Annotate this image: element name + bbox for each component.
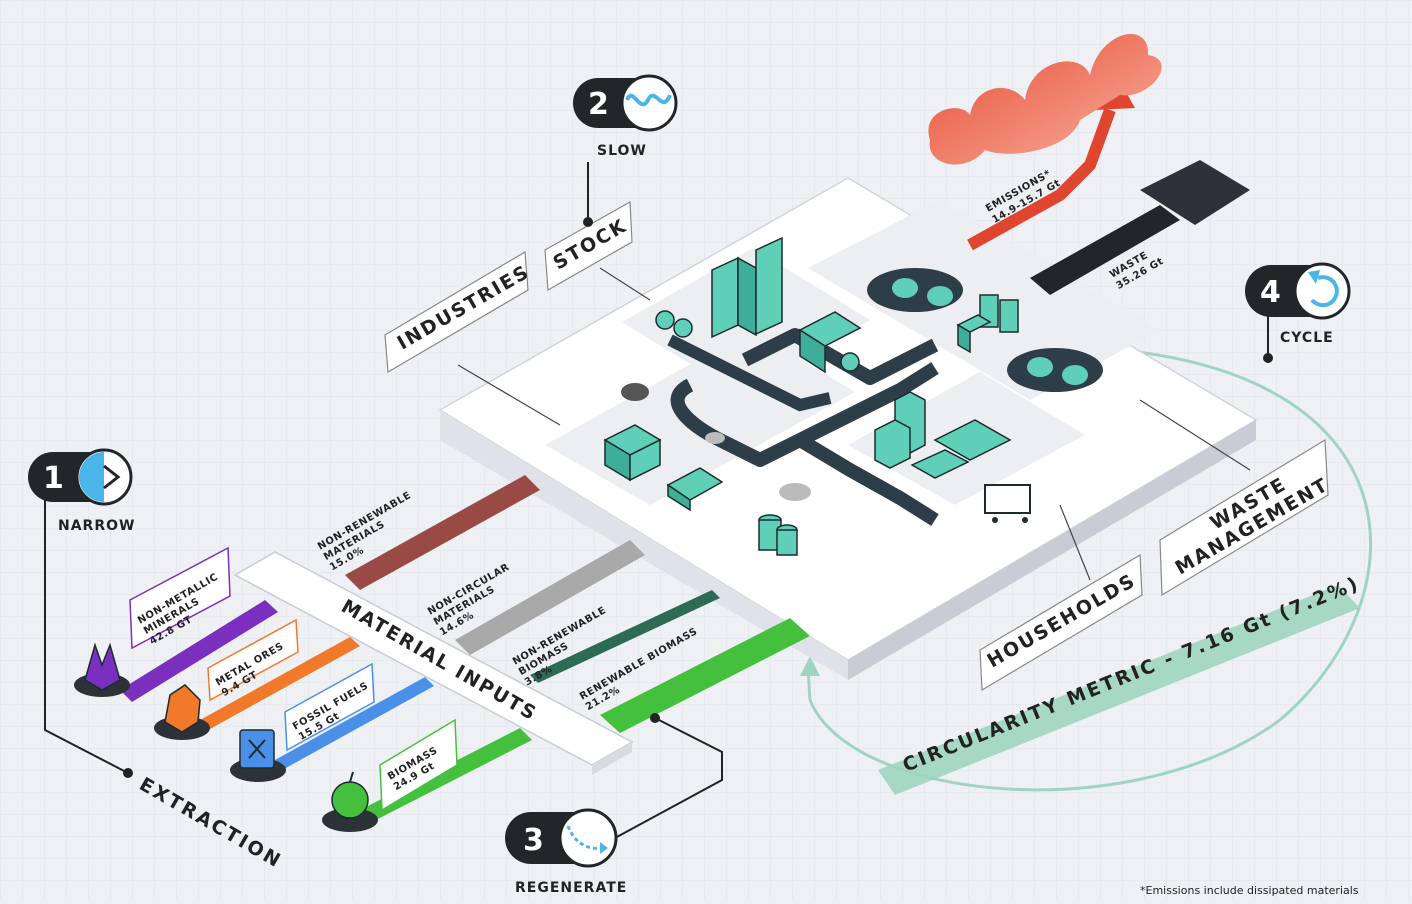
flow-bar-non-renewable-biomass bbox=[530, 590, 720, 683]
step-1-label: NARROW bbox=[58, 518, 135, 534]
step-2-label: SLOW bbox=[597, 143, 647, 159]
household-items-icon bbox=[874, 391, 1031, 523]
step-regenerate: 3 REGENERATE bbox=[505, 713, 723, 896]
step-cycle: 4 CYCLE bbox=[1245, 262, 1351, 363]
cycle-icon bbox=[1310, 275, 1339, 308]
step-2-number: 2 bbox=[588, 87, 609, 122]
step-3-label: REGENERATE bbox=[515, 880, 627, 896]
regenerate-icon bbox=[566, 825, 604, 850]
step-slow: 2 SLOW bbox=[573, 74, 678, 227]
factory-icon bbox=[603, 383, 811, 556]
fuel-can-icon bbox=[230, 729, 286, 782]
flow-bars bbox=[345, 475, 810, 733]
flow-bar-renewable-biomass bbox=[600, 618, 810, 733]
narrow-icon bbox=[79, 452, 104, 502]
cycle-arrowhead bbox=[800, 656, 820, 676]
step-1-number: 1 bbox=[43, 461, 64, 496]
flow-bar-non-renewable bbox=[345, 475, 540, 590]
minerals-icon bbox=[74, 642, 130, 697]
footnote: *Emissions include dissipated materials bbox=[1140, 884, 1359, 897]
resource-bar-minerals bbox=[120, 600, 278, 702]
waste-facility-icon bbox=[867, 268, 1103, 392]
resource-bar-metal bbox=[200, 637, 360, 729]
city-buildings-icon bbox=[655, 236, 862, 374]
resource-box-biomass: BIOMASS 24.9 Gt bbox=[379, 718, 458, 812]
circularity-band bbox=[878, 585, 1360, 795]
step-4-number: 4 bbox=[1260, 275, 1281, 310]
resource-bar-fossil bbox=[275, 677, 434, 769]
apple-icon bbox=[322, 771, 378, 832]
step-4-label: CYCLE bbox=[1280, 330, 1334, 346]
waste-flow bbox=[1030, 205, 1180, 295]
resource-bar-biomass bbox=[360, 728, 532, 822]
flow-bar-non-circular bbox=[455, 540, 645, 655]
emission-flow bbox=[967, 107, 1116, 251]
step-narrow: 1 NARROW bbox=[28, 448, 135, 778]
metal-ore-icon bbox=[154, 684, 210, 740]
resource-lines bbox=[120, 600, 532, 822]
slow-wave-icon bbox=[625, 93, 672, 107]
step-3-number: 3 bbox=[523, 823, 544, 858]
waste-pile-icon bbox=[1140, 160, 1250, 225]
emission-cloud-icon bbox=[928, 33, 1162, 165]
